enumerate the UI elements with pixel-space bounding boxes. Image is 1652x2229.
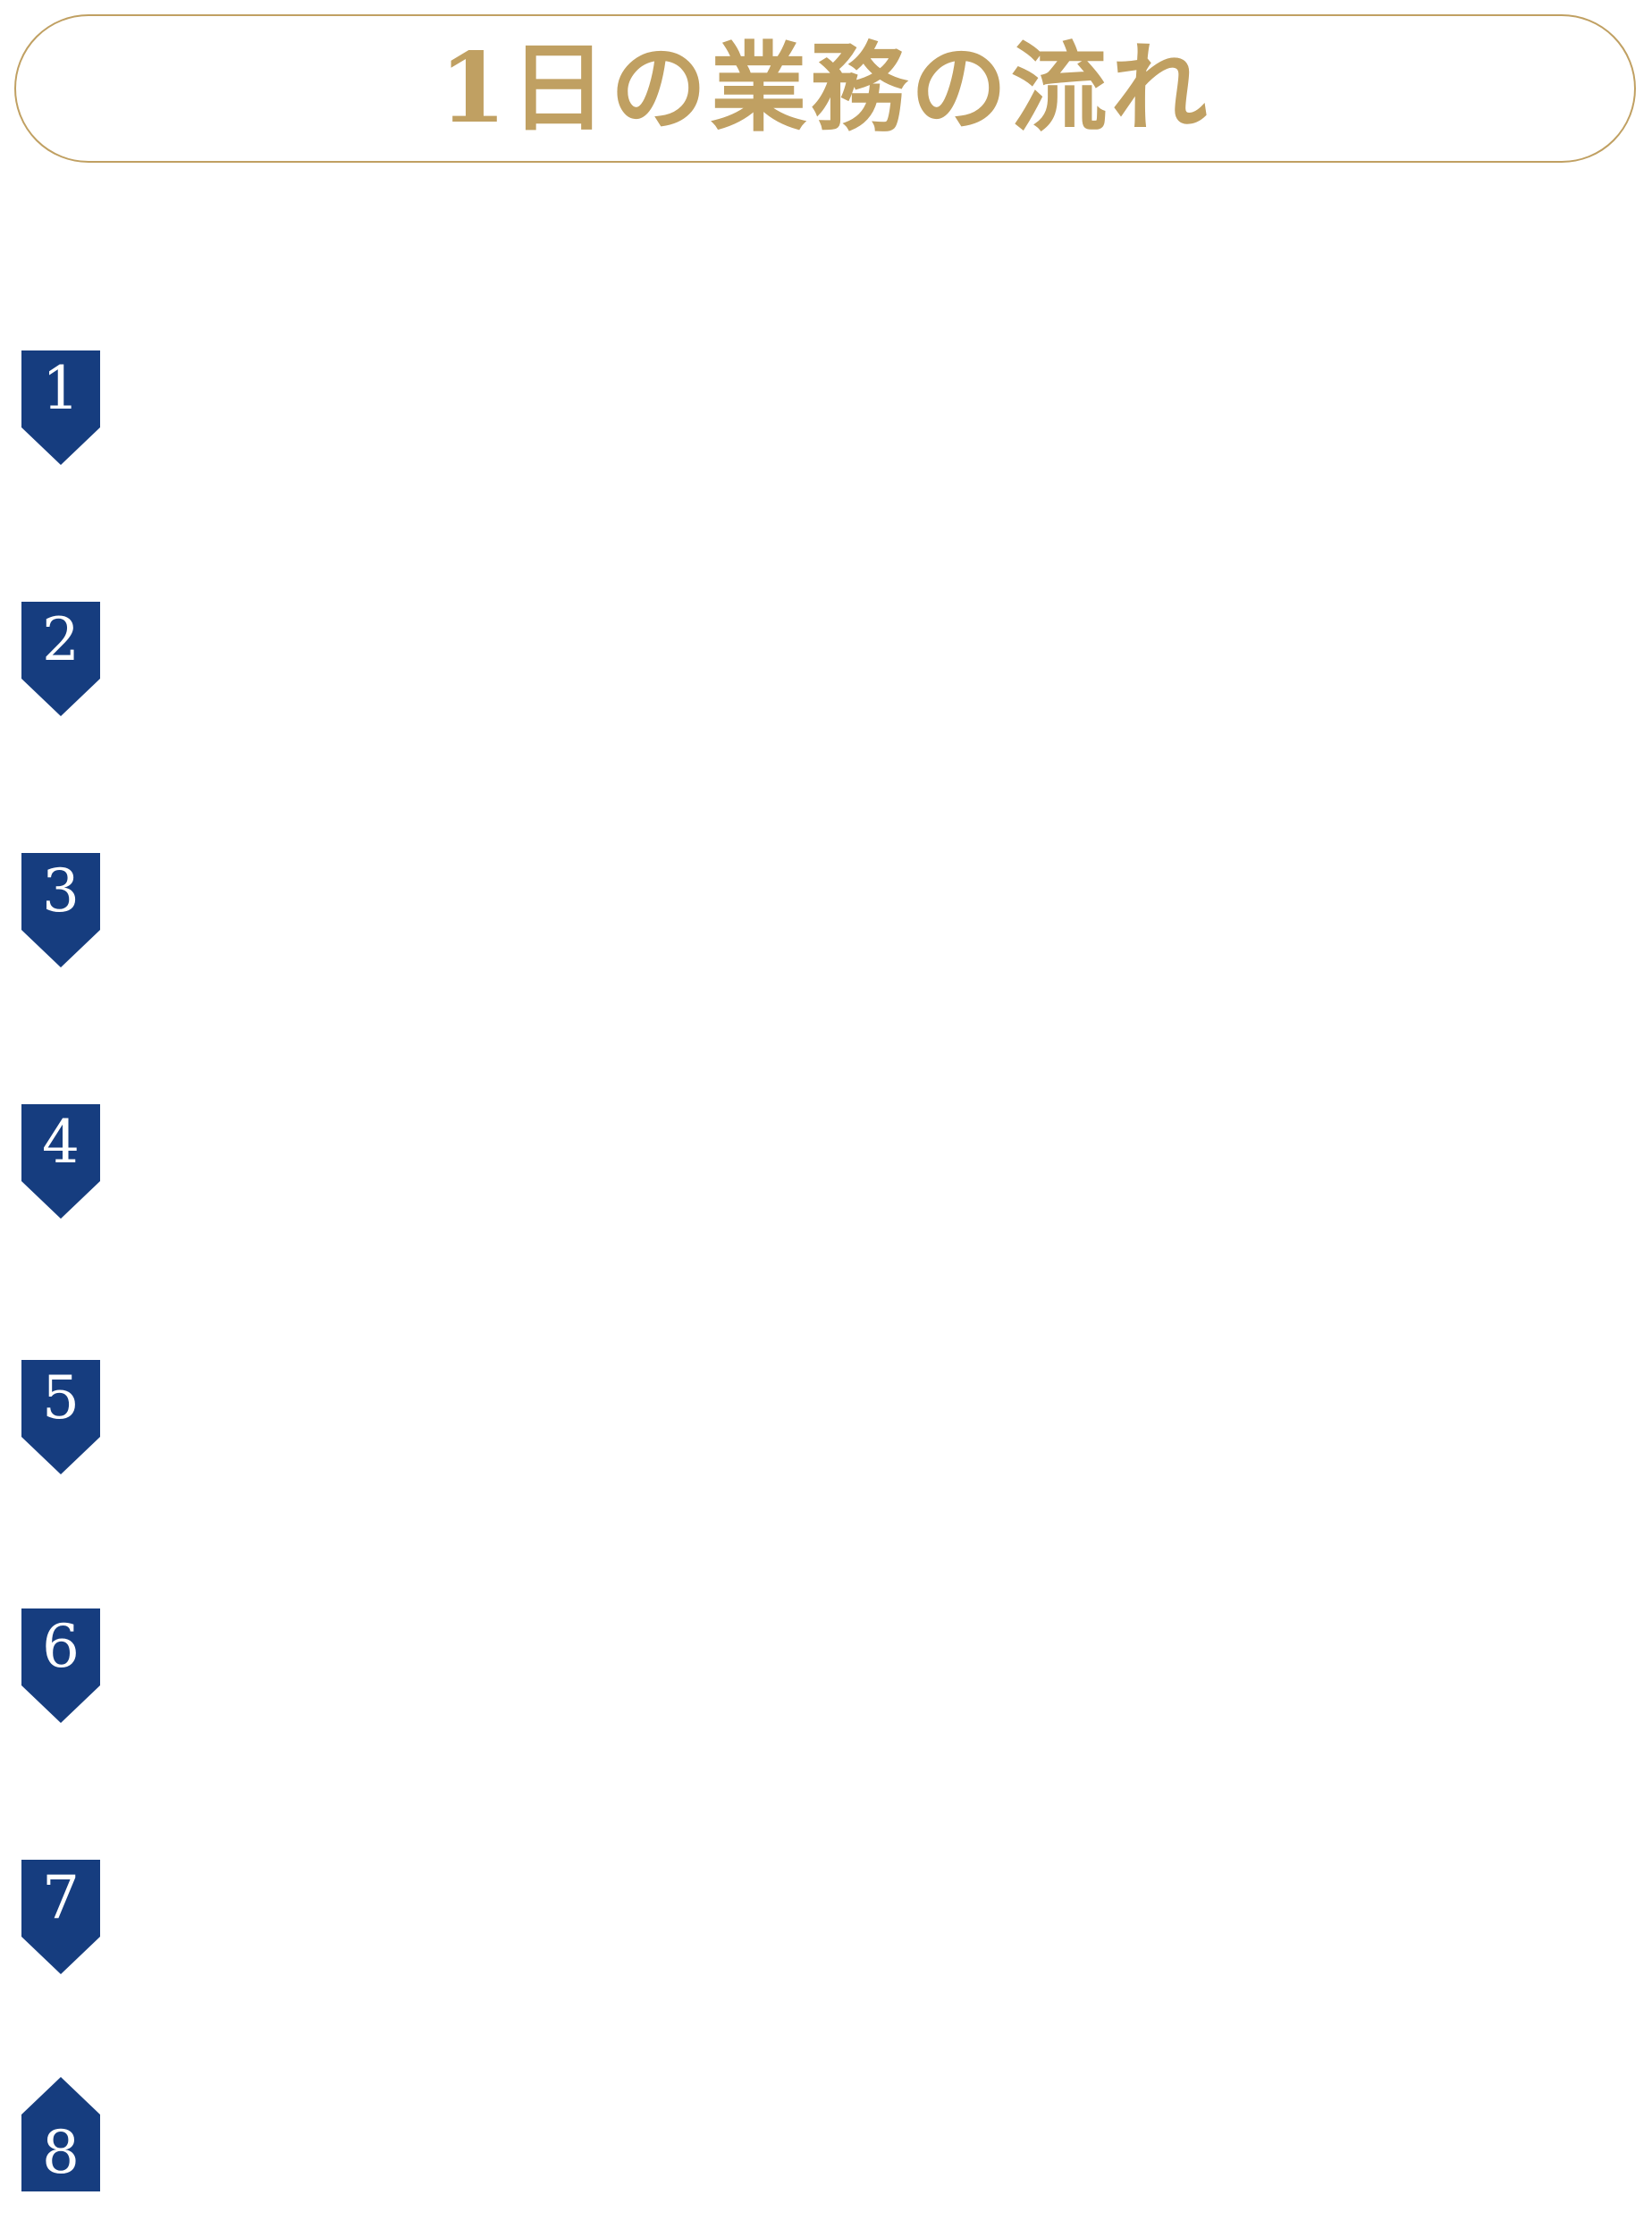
step-number: 2	[42, 605, 80, 674]
step-badge-8: 8	[21, 2077, 100, 2191]
step-badge-5: 5	[21, 1360, 100, 1474]
step-number: 7	[42, 1863, 80, 1932]
arrow-down-badge-icon	[21, 350, 100, 465]
arrow-down-badge-icon	[21, 1104, 100, 1219]
step-number: 8	[42, 2118, 80, 2187]
arrow-down-badge-icon	[21, 1860, 100, 1974]
arrow-down-badge-icon	[21, 602, 100, 716]
step-badge-7: 7	[21, 1860, 100, 1974]
step-number: 4	[42, 1108, 80, 1177]
step-badge-4: 4	[21, 1104, 100, 1219]
step-number: 1	[42, 354, 80, 423]
step-badge-6: 6	[21, 1608, 100, 1723]
step-number: 6	[42, 1612, 80, 1681]
step-badge-3: 3	[21, 853, 100, 967]
arrow-down-badge-icon	[21, 1360, 100, 1474]
step-badge-2: 2	[21, 602, 100, 716]
step-badge-1: 1	[21, 350, 100, 465]
arrow-up-badge-icon	[21, 2077, 100, 2191]
page-title-pill: 1日の業務の流れ	[14, 14, 1636, 163]
step-number: 3	[42, 857, 80, 925]
arrow-down-badge-icon	[21, 853, 100, 967]
arrow-down-badge-icon	[21, 1608, 100, 1723]
step-number: 5	[42, 1364, 80, 1432]
page-title: 1日の業務の流れ	[439, 32, 1211, 145]
